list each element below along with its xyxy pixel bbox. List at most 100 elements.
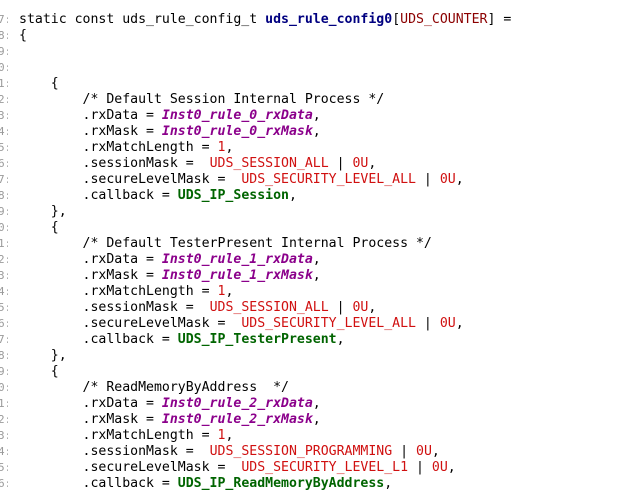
line-number: 8: bbox=[0, 349, 8, 362]
code-line-content: .rxMask = Inst0_rule_1_rxMask, bbox=[19, 268, 321, 284]
code-line[interactable]: 7:static const uds_rule_config_t uds_rul… bbox=[0, 12, 641, 28]
code-line-content: .rxMatchLength = 1, bbox=[19, 428, 234, 444]
code-token-plain: , bbox=[225, 428, 234, 443]
code-token-plain: , bbox=[288, 188, 297, 203]
code-token-plain: , bbox=[455, 172, 464, 187]
code-line[interactable]: 9: }, bbox=[0, 204, 641, 220]
code-token-plain: { bbox=[19, 28, 27, 43]
code-token-field: .rxMask = bbox=[19, 412, 162, 427]
code-token-comment: /* Default Session Internal Process */ bbox=[19, 92, 385, 107]
code-token-plain: , bbox=[447, 460, 456, 475]
code-line[interactable]: 2: .rxMask = Inst0_rule_2_rxMask, bbox=[0, 412, 641, 428]
code-token-var: Inst0_rule_1_rxData bbox=[161, 252, 313, 267]
code-line[interactable]: 8: .callback = UDS_IP_Session, bbox=[0, 188, 641, 204]
code-token-field: .callback = bbox=[19, 332, 178, 347]
code-line[interactable]: 4: .rxMatchLength = 1, bbox=[0, 284, 641, 300]
line-number: 0: bbox=[0, 221, 8, 234]
code-token-plain: { bbox=[19, 76, 59, 91]
code-line-content: { bbox=[19, 76, 59, 92]
line-number: 6: bbox=[0, 317, 8, 330]
code-line[interactable]: 1: .rxData = Inst0_rule_2_rxData, bbox=[0, 396, 641, 412]
code-line[interactable]: 2: .rxData = Inst0_rule_1_rxData, bbox=[0, 252, 641, 268]
code-token-call: UDS_IP_Session bbox=[177, 188, 289, 203]
code-line[interactable]: 0: /* ReadMemoryByAddress */ bbox=[0, 380, 641, 396]
code-line[interactable]: 7: .secureLevelMask = UDS_SECURITY_LEVEL… bbox=[0, 172, 641, 188]
code-line[interactable]: 8: }, bbox=[0, 348, 641, 364]
line-number: 2: bbox=[0, 93, 8, 106]
code-line[interactable]: 6: .callback = UDS_IP_ReadMemoryByAddres… bbox=[0, 476, 641, 492]
code-token-field: .callback = bbox=[19, 188, 178, 203]
code-token-plain: , bbox=[312, 252, 321, 267]
code-token-num: 1 bbox=[217, 428, 226, 443]
code-line-content: /* Default TesterPresent Internal Proces… bbox=[19, 236, 432, 252]
line-number: 9: bbox=[0, 45, 8, 58]
code-token-plain: , bbox=[312, 396, 321, 411]
code-token-const: UDS_SESSION_ALL bbox=[209, 156, 329, 171]
code-line[interactable]: 5: .secureLevelMask = UDS_SECURITY_LEVEL… bbox=[0, 460, 641, 476]
code-token-comment: /* Default TesterPresent Internal Proces… bbox=[19, 236, 432, 251]
code-token-plain: | bbox=[392, 444, 417, 459]
line-number: 1: bbox=[0, 397, 8, 410]
code-token-plain: , bbox=[431, 444, 440, 459]
code-line[interactable]: 3: .rxMask = Inst0_rule_1_rxMask, bbox=[0, 268, 641, 284]
code-token-plain: ] = bbox=[487, 12, 512, 27]
line-number: 9: bbox=[0, 205, 8, 218]
code-line-content: .secureLevelMask = UDS_SECURITY_LEVEL_AL… bbox=[19, 172, 464, 188]
line-number: 1: bbox=[0, 77, 8, 90]
code-line-content: /* ReadMemoryByAddress */ bbox=[19, 380, 289, 396]
code-line[interactable]: 6: .secureLevelMask = UDS_SECURITY_LEVEL… bbox=[0, 316, 641, 332]
code-token-field: .rxData = bbox=[19, 252, 162, 267]
code-line[interactable]: 1: /* Default TesterPresent Internal Pro… bbox=[0, 236, 641, 252]
code-line[interactable]: 6: .sessionMask = UDS_SESSION_ALL | 0U, bbox=[0, 156, 641, 172]
line-number: 6: bbox=[0, 477, 8, 490]
code-token-num: 1 bbox=[217, 284, 226, 299]
line-number: 5: bbox=[0, 141, 8, 154]
code-line[interactable]: 0: { bbox=[0, 220, 641, 236]
code-token-field: .rxData = bbox=[19, 108, 162, 123]
code-line-content: .callback = UDS_IP_TesterPresent, bbox=[19, 332, 345, 348]
code-line[interactable]: 3: .rxData = Inst0_rule_0_rxData, bbox=[0, 108, 641, 124]
line-number: 4: bbox=[0, 125, 8, 138]
code-token-field: .rxData = bbox=[19, 396, 162, 411]
code-token-plain: , bbox=[384, 476, 393, 491]
code-token-plain: | bbox=[408, 460, 432, 475]
code-token-plain: static const uds_rule_config_t bbox=[19, 12, 266, 27]
code-line[interactable]: 7: .callback = UDS_IP_TesterPresent, bbox=[0, 332, 641, 348]
code-editor[interactable]: 7:static const uds_rule_config_t uds_rul… bbox=[0, 12, 641, 492]
line-number: 1: bbox=[0, 237, 8, 250]
line-number: 4: bbox=[0, 285, 8, 298]
code-token-num: 0U bbox=[431, 460, 448, 475]
code-line-content: .rxData = Inst0_rule_0_rxData, bbox=[19, 108, 321, 124]
code-line[interactable]: 5: .rxMatchLength = 1, bbox=[0, 140, 641, 156]
line-number: 7: bbox=[0, 13, 8, 26]
line-number: 5: bbox=[0, 301, 8, 314]
code-line[interactable]: 3: .rxMatchLength = 1, bbox=[0, 428, 641, 444]
code-line-content: .rxData = Inst0_rule_2_rxData, bbox=[19, 396, 321, 412]
code-line[interactable]: 2: /* Default Session Internal Process *… bbox=[0, 92, 641, 108]
code-line[interactable]: 4: .sessionMask = UDS_SESSION_PROGRAMMIN… bbox=[0, 444, 641, 460]
code-line[interactable]: 4: .rxMask = Inst0_rule_0_rxMask, bbox=[0, 124, 641, 140]
code-line-content: { bbox=[19, 364, 59, 380]
code-token-plain: | bbox=[415, 316, 440, 331]
code-token-const: UDS_SESSION_ALL bbox=[209, 300, 329, 315]
code-line[interactable]: 8:{ bbox=[0, 28, 641, 44]
code-token-const: UDS_SESSION_PROGRAMMING bbox=[209, 444, 393, 459]
code-line-content: .callback = UDS_IP_Session, bbox=[19, 188, 297, 204]
code-token-num: 0U bbox=[352, 156, 369, 171]
code-token-plain: | bbox=[328, 156, 353, 171]
line-number: 4: bbox=[0, 445, 8, 458]
code-token-field: .callback = bbox=[19, 476, 178, 491]
code-line[interactable]: 5: .sessionMask = UDS_SESSION_ALL | 0U, bbox=[0, 300, 641, 316]
line-number: 3: bbox=[0, 109, 8, 122]
code-line-content: .callback = UDS_IP_ReadMemoryByAddress, bbox=[19, 476, 393, 492]
code-token-plain: { bbox=[19, 364, 59, 379]
code-line[interactable]: 1: { bbox=[0, 76, 641, 92]
code-token-plain: [ bbox=[392, 12, 401, 27]
code-token-plain: , bbox=[312, 268, 321, 283]
code-line[interactable]: 9: { bbox=[0, 364, 641, 380]
code-line[interactable]: 0: bbox=[0, 60, 641, 76]
code-token-num: 0U bbox=[439, 172, 456, 187]
code-line[interactable]: 9: bbox=[0, 44, 641, 60]
code-token-field: .rxMatchLength = bbox=[19, 428, 218, 443]
line-number: 7: bbox=[0, 333, 8, 346]
